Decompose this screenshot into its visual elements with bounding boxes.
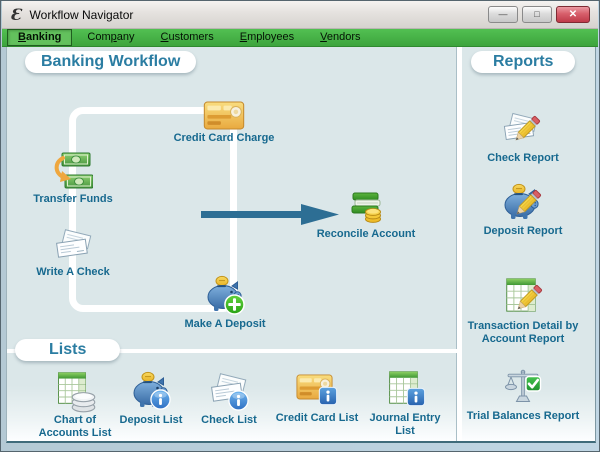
- spreadsheet-coins-icon: [53, 369, 97, 413]
- credit-card-info-icon: [295, 369, 339, 411]
- report-item-label: Transaction Detail by Account Report: [467, 320, 579, 346]
- credit-card-icon: [202, 100, 246, 131]
- content-area: Banking Workflow Reports Lists Credit Ca…: [6, 47, 596, 443]
- piggy-bank-info-icon: [129, 369, 173, 413]
- workflow-arrow-icon: [201, 204, 339, 225]
- window-title: Workflow Navigator: [29, 7, 134, 22]
- workflow-item-label: Transfer Funds: [33, 193, 113, 205]
- list-item-deposit-list[interactable]: Deposit List: [96, 369, 206, 427]
- workflow-item-label: Credit Card Charge: [173, 132, 275, 144]
- books-coins-icon: [345, 185, 387, 227]
- scale-check-icon: [501, 365, 545, 409]
- list-item-check-list[interactable]: Check List: [174, 369, 284, 427]
- list-item-label: Credit Card List: [275, 412, 359, 424]
- report-item-deposit-report[interactable]: Deposit Report: [453, 180, 593, 238]
- workflow-item-transfer-funds[interactable]: Transfer Funds: [3, 150, 143, 206]
- menu-bar: Banking Company Customers Employees Vend…: [2, 29, 598, 47]
- workflow-item-credit-card-charge[interactable]: Credit Card Charge: [154, 100, 294, 145]
- minimize-button[interactable]: —: [488, 6, 518, 23]
- section-header-banking-workflow: Banking Workflow: [25, 51, 197, 73]
- checks-info-icon: [207, 369, 251, 413]
- maximize-button[interactable]: □: [522, 6, 552, 23]
- menu-item-banking[interactable]: Banking: [7, 29, 73, 46]
- spreadsheet-pencil-icon: [501, 275, 545, 319]
- title-bar[interactable]: Ɛ Workflow Navigator — □ ✕: [2, 1, 598, 29]
- workflow-item-make-a-deposit[interactable]: Make A Deposit: [155, 273, 295, 331]
- report-item-transaction-detail-by-account-report[interactable]: Transaction Detail by Account Report: [453, 275, 593, 346]
- list-item-label: Chart of Accounts List: [38, 414, 112, 440]
- report-item-trial-balances-report[interactable]: Trial Balances Report: [453, 365, 593, 423]
- menu-item-vendors[interactable]: Vendors: [320, 31, 361, 43]
- list-item-label: Check List: [201, 414, 257, 426]
- list-item-label: Deposit List: [119, 414, 183, 426]
- workflow-item-label: Reconcile Account: [316, 228, 416, 240]
- workflow-item-reconcile-account[interactable]: Reconcile Account: [296, 185, 436, 241]
- panel-divider: [456, 47, 462, 441]
- list-item-credit-card-list[interactable]: Credit Card List: [262, 369, 372, 425]
- workflow-item-label: Make A Deposit: [184, 318, 266, 330]
- checks-pencil-icon: [501, 107, 545, 151]
- section-header-reports: Reports: [471, 51, 576, 73]
- menu-item-employees[interactable]: Employees: [239, 31, 295, 43]
- list-item-chart-of-accounts-list[interactable]: Chart of Accounts List: [20, 369, 130, 440]
- spreadsheet-info-icon: [383, 369, 427, 411]
- section-header-lists: Lists: [15, 339, 121, 361]
- report-item-label: Check Report: [487, 152, 559, 164]
- report-item-label: Deposit Report: [483, 225, 563, 237]
- list-item-journal-entry-list[interactable]: Journal Entry List: [350, 369, 460, 438]
- workflow-item-write-a-check[interactable]: Write A Check: [3, 225, 143, 279]
- menu-item-customers[interactable]: Customers: [160, 31, 214, 43]
- close-button[interactable]: ✕: [556, 6, 590, 23]
- workflow-path: [69, 107, 237, 312]
- report-item-label: Trial Balances Report: [466, 410, 580, 422]
- workflow-item-label: Write A Check: [36, 266, 110, 278]
- list-item-label: Journal Entry List: [369, 412, 441, 438]
- report-item-check-report[interactable]: Check Report: [453, 107, 593, 165]
- transfer-funds-icon: [52, 150, 94, 192]
- window-controls: — □ ✕: [488, 6, 590, 23]
- menu-item-company[interactable]: Company: [87, 31, 135, 43]
- checks-icon: [52, 225, 94, 265]
- app-logo-icon: Ɛ: [10, 4, 22, 24]
- lists-divider: [7, 349, 457, 353]
- piggy-bank-plus-icon: [203, 273, 247, 317]
- piggy-bank-pencil-icon: [501, 180, 545, 224]
